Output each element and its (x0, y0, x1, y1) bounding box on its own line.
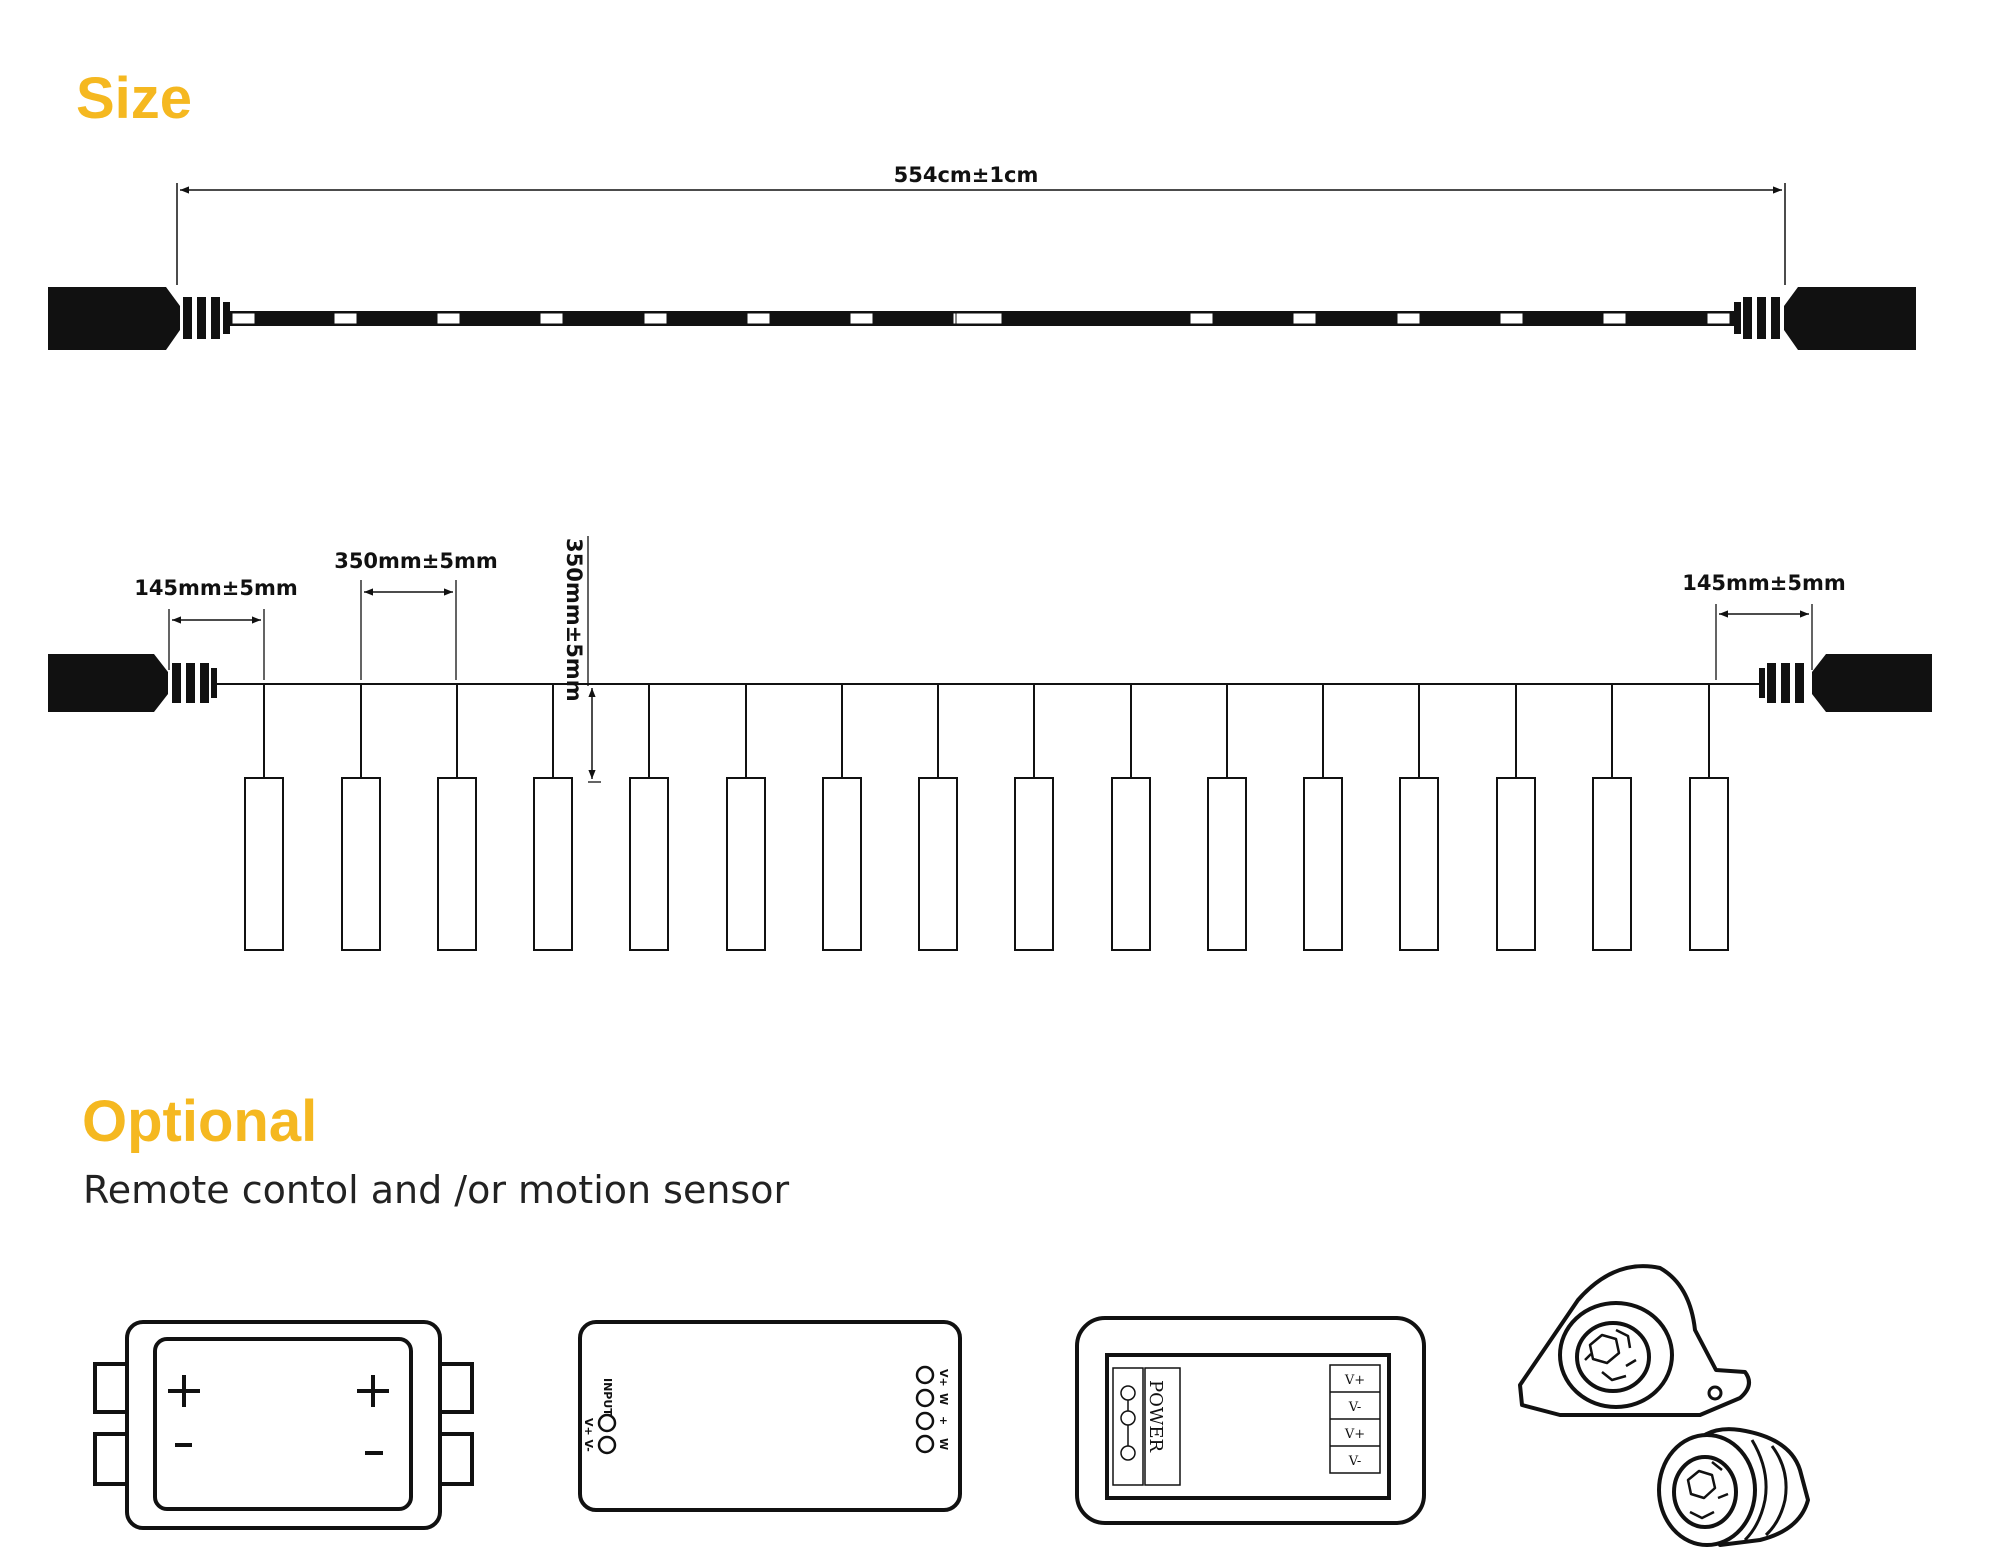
led-mark (1602, 312, 1627, 325)
pendant-light (726, 684, 766, 951)
power-label: POWER (1145, 1380, 1166, 1453)
led-mark (1396, 312, 1421, 325)
pendant-light (341, 684, 381, 951)
pendant-light (1303, 684, 1343, 951)
power-terminal-icon: POWER V+ V- V+ V- (1075, 1316, 1426, 1525)
terminal-label-2: V- (1348, 1400, 1362, 1415)
led-mark (436, 312, 461, 325)
end-lead-left-label: 145mm±5mm (134, 576, 298, 600)
led-mark (1499, 312, 1524, 325)
pendant-lights (244, 684, 1729, 951)
size-heading: Size (76, 66, 193, 131)
pendant-light (1496, 684, 1536, 951)
led-mark (333, 312, 358, 325)
led-mark (1706, 312, 1731, 325)
led-mark (231, 312, 256, 325)
led-mark (1189, 312, 1214, 325)
pendant-spacing-label: 350mm±5mm (334, 549, 498, 573)
drop-length-label: 350mm±5mm (562, 538, 586, 702)
pendant-light (1207, 684, 1247, 951)
strip-pendants: 145mm±5mm 350mm±5mm 350mm±5mm 145mm±5mm (48, 536, 1932, 951)
pendant-light (244, 684, 284, 951)
strip-top: 554cm±1cm (48, 163, 1916, 350)
optional-heading: Optional (82, 1089, 318, 1154)
led-mark (1292, 312, 1317, 325)
pendant-light (1592, 684, 1632, 951)
pendant-light (1014, 684, 1054, 951)
terminal-label-3: V+ (1344, 1427, 1365, 1442)
connector-right-icon (1734, 287, 1916, 350)
connector-left-icon (48, 654, 217, 712)
led-mark (849, 312, 874, 325)
led-mark (955, 312, 1003, 325)
connector-left-icon (48, 287, 230, 350)
pendant-light (1111, 684, 1151, 951)
pendant-light (1689, 684, 1729, 951)
total-length-label: 554cm±1cm (894, 163, 1039, 187)
connector-right-icon (1759, 654, 1932, 712)
led-mark (539, 312, 564, 325)
output-pin-1: V+ (937, 1369, 950, 1387)
motion-sensor-icon (1518, 1264, 1810, 1547)
input-terminals-label: V+ V- (582, 1418, 595, 1452)
input-label: INPUT (601, 1378, 614, 1416)
wifi-controller-icon: INPUT V+ V- V+ W + W (578, 1320, 962, 1512)
terminal-label-4: V- (1348, 1454, 1362, 1469)
end-lead-right-label: 145mm±5mm (1682, 571, 1846, 595)
led-mark (746, 312, 771, 325)
pendant-light (822, 684, 862, 951)
pendant-light (437, 684, 477, 951)
terminal-label-1: V+ (1344, 1373, 1365, 1388)
led-marks (231, 312, 1731, 325)
pendant-light (629, 684, 669, 951)
output-pin-4: W (937, 1438, 950, 1450)
output-pin-3: + (937, 1416, 950, 1425)
optional-subtitle: Remote contol and /or motion sensor (83, 1168, 790, 1212)
output-pin-2: W (937, 1393, 950, 1405)
led-mark (643, 312, 668, 325)
pendant-light (918, 684, 958, 951)
controller-box-icon (93, 1320, 474, 1530)
pendant-light (533, 684, 573, 951)
pendant-light (1399, 684, 1439, 951)
